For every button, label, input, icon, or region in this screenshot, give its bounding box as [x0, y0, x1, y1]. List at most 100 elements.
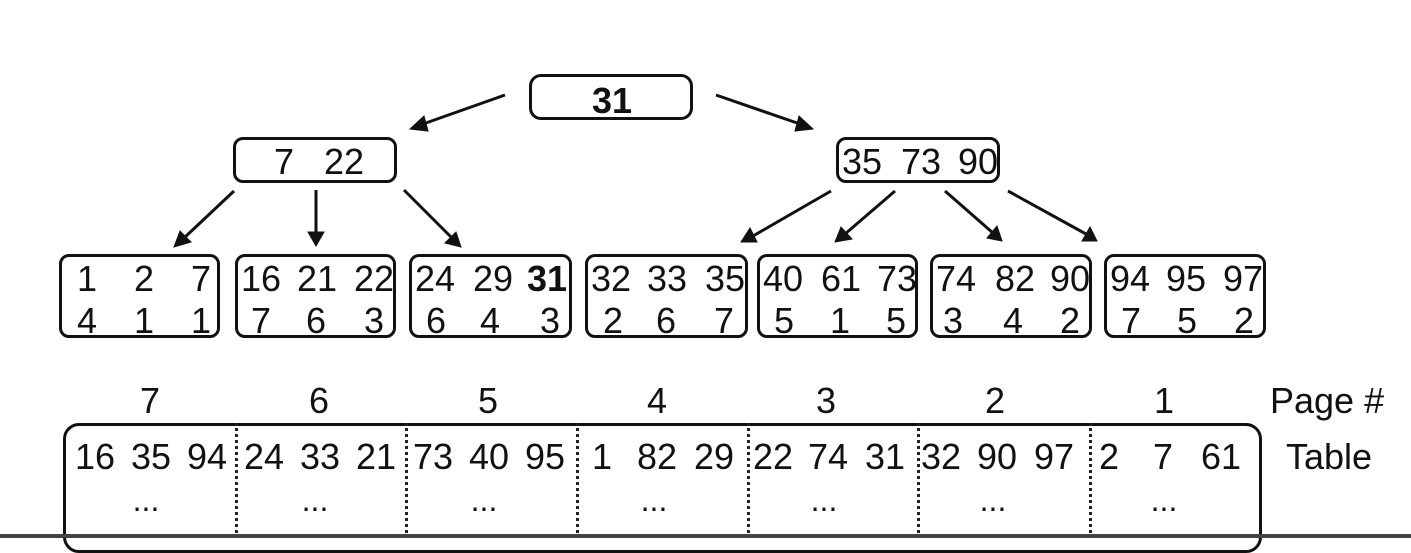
table-value: 1 [592, 436, 613, 477]
arrow-35-73-90-to-leaf4 [752, 189, 832, 238]
table-value: 95 [525, 436, 566, 477]
leaf-key: 16 [241, 258, 282, 299]
page-number: 3 [815, 380, 837, 421]
table-value: 82 [637, 436, 678, 477]
leaf-key: 61 [821, 258, 862, 299]
page-separator [405, 423, 408, 538]
leaf-key: 29 [473, 258, 514, 299]
table-ellipsis: ... [301, 482, 329, 518]
leaf-page: 6 [656, 300, 677, 341]
page-separator [1089, 423, 1092, 538]
leaf-key: 24 [415, 258, 456, 299]
arrow-root-to-left [422, 93, 506, 126]
table-value: 22 [753, 436, 794, 477]
leaf-key: 2 [134, 258, 155, 299]
leaf-node: 74 82 90 3 4 2 [930, 254, 1092, 341]
leaf-node: 1 2 7 4 1 1 [59, 254, 220, 341]
arrowhead [444, 231, 462, 248]
table-value: 35 [131, 436, 172, 477]
table-label: Table [1286, 436, 1373, 477]
table-value: 29 [694, 436, 735, 477]
table-value: 32 [921, 436, 962, 477]
leaf-page: 4 [480, 300, 501, 341]
table-value: 97 [1034, 436, 1075, 477]
arrow-root-to-right [715, 93, 801, 126]
table-ellipsis: ... [470, 482, 498, 518]
table-value: 61 [1201, 436, 1242, 477]
leaf-page: 1 [830, 300, 851, 341]
leaf-key: 32 [591, 258, 632, 299]
root-node: 31 [529, 74, 693, 120]
arrowhead [794, 115, 815, 132]
leaf-node: 40 61 73 5 1 5 [757, 254, 918, 341]
page-number: 1 [1153, 380, 1175, 421]
leaf-key: 33 [647, 258, 688, 299]
internal-key: 35 [842, 141, 883, 182]
leaf-key: 31 [527, 258, 568, 299]
page-number: 2 [984, 380, 1006, 421]
leaf-key: 95 [1166, 258, 1207, 299]
arrowhead [740, 226, 758, 243]
leaf-page: 2 [603, 300, 624, 341]
leaf-page: 3 [364, 300, 385, 341]
leaf-page: 7 [1121, 300, 1142, 341]
root-key: 31 [592, 80, 633, 121]
table-ellipsis: ... [979, 482, 1007, 518]
leaf-node: 94 95 97 7 5 2 [1104, 254, 1266, 341]
leaf-page: 7 [251, 300, 272, 341]
internal-key: 7 [274, 141, 295, 182]
table-value: 33 [300, 436, 341, 477]
page-separator [576, 423, 579, 538]
leaf-key: 40 [763, 258, 804, 299]
table-value: 94 [187, 436, 228, 477]
leaf-page: 6 [426, 300, 447, 341]
table-value: 24 [244, 436, 285, 477]
internal-node-right: 35 73 90 [836, 137, 1000, 183]
table-ellipsis: ... [1150, 482, 1178, 518]
tree-arrows [173, 93, 1098, 248]
leaf-page: 4 [77, 300, 98, 341]
leaf-key: 90 [1050, 258, 1091, 299]
leaf-page: 2 [1234, 300, 1255, 341]
page-number: 5 [477, 380, 499, 421]
leaf-page: 4 [1003, 300, 1024, 341]
arrowhead [408, 115, 429, 132]
leaf-page: 3 [540, 300, 561, 341]
internal-node-left: 7 22 [233, 137, 397, 183]
page-number: 6 [308, 380, 330, 421]
leaf-page: 2 [1060, 300, 1081, 341]
leaf-page: 5 [774, 300, 795, 341]
leaf-key: 21 [297, 258, 338, 299]
leaf-page: 3 [943, 300, 964, 341]
arrowhead [307, 231, 325, 248]
leaf-page: 6 [306, 300, 327, 341]
arrow-35-73-90-to-leaf7 [1007, 189, 1087, 236]
internal-key: 90 [958, 141, 999, 182]
leaf-key: 94 [1110, 258, 1151, 299]
page-separator [917, 423, 920, 538]
leaf-node: 16 21 22 7 6 3 [235, 254, 396, 341]
leaf-key: 74 [936, 258, 977, 299]
page-number: 4 [646, 380, 668, 421]
table-value: 74 [808, 436, 849, 477]
table-value: 2 [1099, 436, 1120, 477]
table-ellipsis: ... [640, 482, 668, 518]
page-number-label: Page # [1270, 380, 1385, 421]
table-value: 73 [413, 436, 454, 477]
leaf-key: 97 [1223, 258, 1264, 299]
leaf-key: 7 [191, 258, 212, 299]
table-value: 7 [1153, 436, 1174, 477]
leaf-page: 1 [134, 300, 155, 341]
leaf-node: 32 33 35 2 6 7 [585, 254, 748, 341]
leaf-key: 1 [77, 258, 98, 299]
arrowhead [834, 226, 853, 243]
page-separator [747, 423, 750, 538]
leaf-page: 7 [714, 300, 735, 341]
leaf-page: 5 [1177, 300, 1198, 341]
leaf-key: 73 [877, 258, 918, 299]
table-value: 21 [356, 436, 397, 477]
table-ellipsis: ... [132, 482, 160, 518]
arrowhead [173, 230, 192, 248]
arrowhead [1081, 225, 1098, 242]
internal-key: 73 [901, 141, 942, 182]
